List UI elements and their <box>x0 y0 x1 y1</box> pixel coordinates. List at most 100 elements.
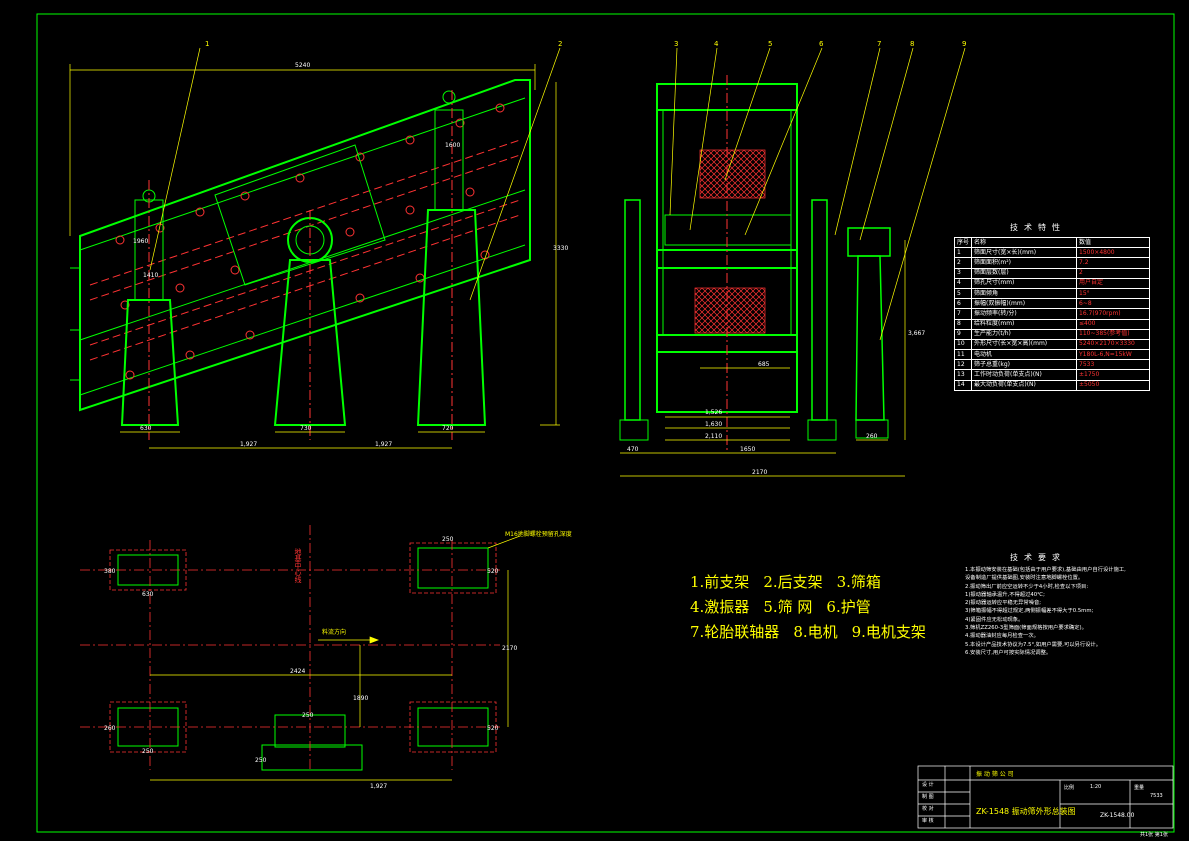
part-num-6: 6 <box>819 40 824 48</box>
spec-cell: 9 <box>953 328 973 340</box>
dim-span-a: 1,927 <box>240 441 257 448</box>
spec-cell: 7.2 <box>1076 257 1150 269</box>
legend-item: 6.护管 <box>826 598 871 616</box>
dim-rear-1650: 1650 <box>740 446 755 453</box>
plan-dim-250b: 250 <box>142 748 154 755</box>
requirement-line: 1)振动器轴承温升,不得超过40℃; <box>965 591 1045 598</box>
dim-1960: 1960 <box>133 238 148 245</box>
spec-cell: 用户自定 <box>1076 277 1150 289</box>
requirement-line: 4)紧固件应无松动现象。 <box>965 616 1024 623</box>
spec-cell: 7533 <box>1076 359 1150 371</box>
requirement-line: 1.本振动筛安装在基础(包括由于用户要求),基础由用户自行设计施工, <box>965 567 1126 573</box>
legend-item: 1.前支架 <box>690 573 750 591</box>
requirement-line: 6.安装尺寸,用户可按实际情况调整。 <box>965 649 1052 656</box>
titleblock-role-3: 校 对 <box>922 806 934 812</box>
titleblock-drawing-title: ZK-1548 振动筛外形总装图 <box>976 807 1076 816</box>
spec-header-cell: 数值 <box>1076 236 1150 249</box>
spec-cell: 2 <box>1076 267 1150 279</box>
spec-cell: 14 <box>953 379 973 391</box>
dim-top-length: 5240 <box>295 62 310 69</box>
spec-cell: ±1750 <box>1076 369 1150 381</box>
legend-row: 7.轮胎联轴器 8.电机 9.电机支架 <box>690 620 940 645</box>
spec-cell: 15° <box>1076 287 1150 300</box>
dim-rear-h: 3,667 <box>908 330 925 337</box>
spec-cell: 3 <box>953 267 973 279</box>
legend-item: 9.电机支架 <box>851 623 926 641</box>
spec-cell: 16.7(970rpm) <box>1076 308 1150 320</box>
titleblock-weight-label: 重量 <box>1134 785 1145 791</box>
requirements-list: 1.本振动筛安装在基础(包括由于用户要求),基础由用户自行设计施工, 设备制造厂… <box>965 566 1170 657</box>
requirement-line: 设备制造厂提供基础图,安装时注意地脚螺栓位置。 <box>965 575 1084 582</box>
titleblock-sheet: 共1张 第1张 <box>1140 832 1168 838</box>
spec-header-row: 序号名称数值 <box>953 236 1150 249</box>
spec-cell: 1 <box>953 247 973 259</box>
titleblock-scale: 1:20 <box>1090 784 1102 790</box>
legend-item: 3.筛箱 <box>836 573 881 591</box>
dim-rear-3: 2,110 <box>705 433 722 440</box>
spec-cell: 筛子总重(kg) <box>971 359 1078 371</box>
part-num-2: 2 <box>558 40 562 48</box>
part-num-4: 4 <box>714 40 719 48</box>
dim-base-730: 730 <box>300 425 312 432</box>
spec-cell: 筛孔尺寸(mm) <box>971 277 1078 289</box>
plan-dim-bottom: 1,927 <box>370 783 387 790</box>
spec-cell: 6~8 <box>1076 298 1150 310</box>
dim-base-720: 720 <box>442 425 454 432</box>
spec-cell: 筛面面积(m²) <box>971 257 1078 269</box>
side-view <box>69 47 561 449</box>
requirement-line: 4.振动器油封应每月检查一次。 <box>965 633 1039 640</box>
spec-cell: 振动频率(转/分) <box>971 308 1078 320</box>
plan-dim-2170: 2170 <box>502 645 517 652</box>
plan-dim-1890: 1890 <box>353 695 368 702</box>
foundation-plan <box>80 525 521 781</box>
spec-cell: 筛面层数(层) <box>971 267 1078 279</box>
titleblock-scale-label: 比例 <box>1064 785 1075 791</box>
part-num-5: 5 <box>768 40 772 48</box>
dim-rear-1: 1,526 <box>705 409 722 416</box>
plan-dim-520: 520 <box>487 568 499 575</box>
plan-dim-520b: 520 <box>487 725 499 732</box>
requirement-line: 3.筛机ZZ260-3型筛面(筛面规格按用户要求确定)。 <box>965 625 1087 632</box>
legend-item: 5.筛 网 <box>763 598 813 616</box>
end-view <box>619 47 966 477</box>
legend-item: 8.电机 <box>793 623 838 641</box>
dim-span-b: 1,927 <box>375 441 392 448</box>
plan-dim-260: 260 <box>104 725 116 732</box>
spec-cell: 12 <box>953 359 973 371</box>
spec-cell: Y180L-6,N=15kW <box>1076 349 1150 361</box>
spec-cell: 5240×2170×3330 <box>1076 338 1150 351</box>
spec-cell: 工作时动负荷(单支点)(N) <box>971 369 1078 381</box>
titleblock-role-1: 设 计 <box>922 782 934 788</box>
plan-dim-250d: 250 <box>255 757 267 764</box>
dim-1600: 1600 <box>445 142 460 149</box>
part-num-7: 7 <box>877 40 881 48</box>
titleblock-drawing-no: ZK-1548.00 <box>1100 812 1135 819</box>
plan-feed-direction: 料流方向 <box>322 628 346 636</box>
part-num-9: 9 <box>962 40 966 48</box>
requirement-line: 2.振动筛出厂前应空运转不少于4小时,检查以下项目: <box>965 583 1089 590</box>
spec-cell: 1500×4800 <box>1076 247 1150 259</box>
spec-cell: 振幅(双振幅)(mm) <box>971 298 1078 310</box>
spec-cell: 外形尺寸(长×宽×高)(mm) <box>971 338 1078 351</box>
legend-item: 7.轮胎联轴器 <box>690 623 780 641</box>
spec-cell: 4 <box>953 277 973 289</box>
spec-cell: 6 <box>953 298 973 310</box>
drawing-border <box>36 13 1175 833</box>
dim-rear-685: 685 <box>758 361 770 368</box>
spec-title: 技术特性 <box>1010 223 1066 232</box>
title-block-lines <box>917 765 1174 829</box>
spec-cell: 8 <box>953 318 973 330</box>
spec-cell: 给料粒度(mm) <box>971 318 1078 330</box>
dim-rear-470: 470 <box>627 446 639 453</box>
spec-cell: 11 <box>953 349 973 361</box>
titleblock-role-4: 审 核 <box>922 818 934 824</box>
